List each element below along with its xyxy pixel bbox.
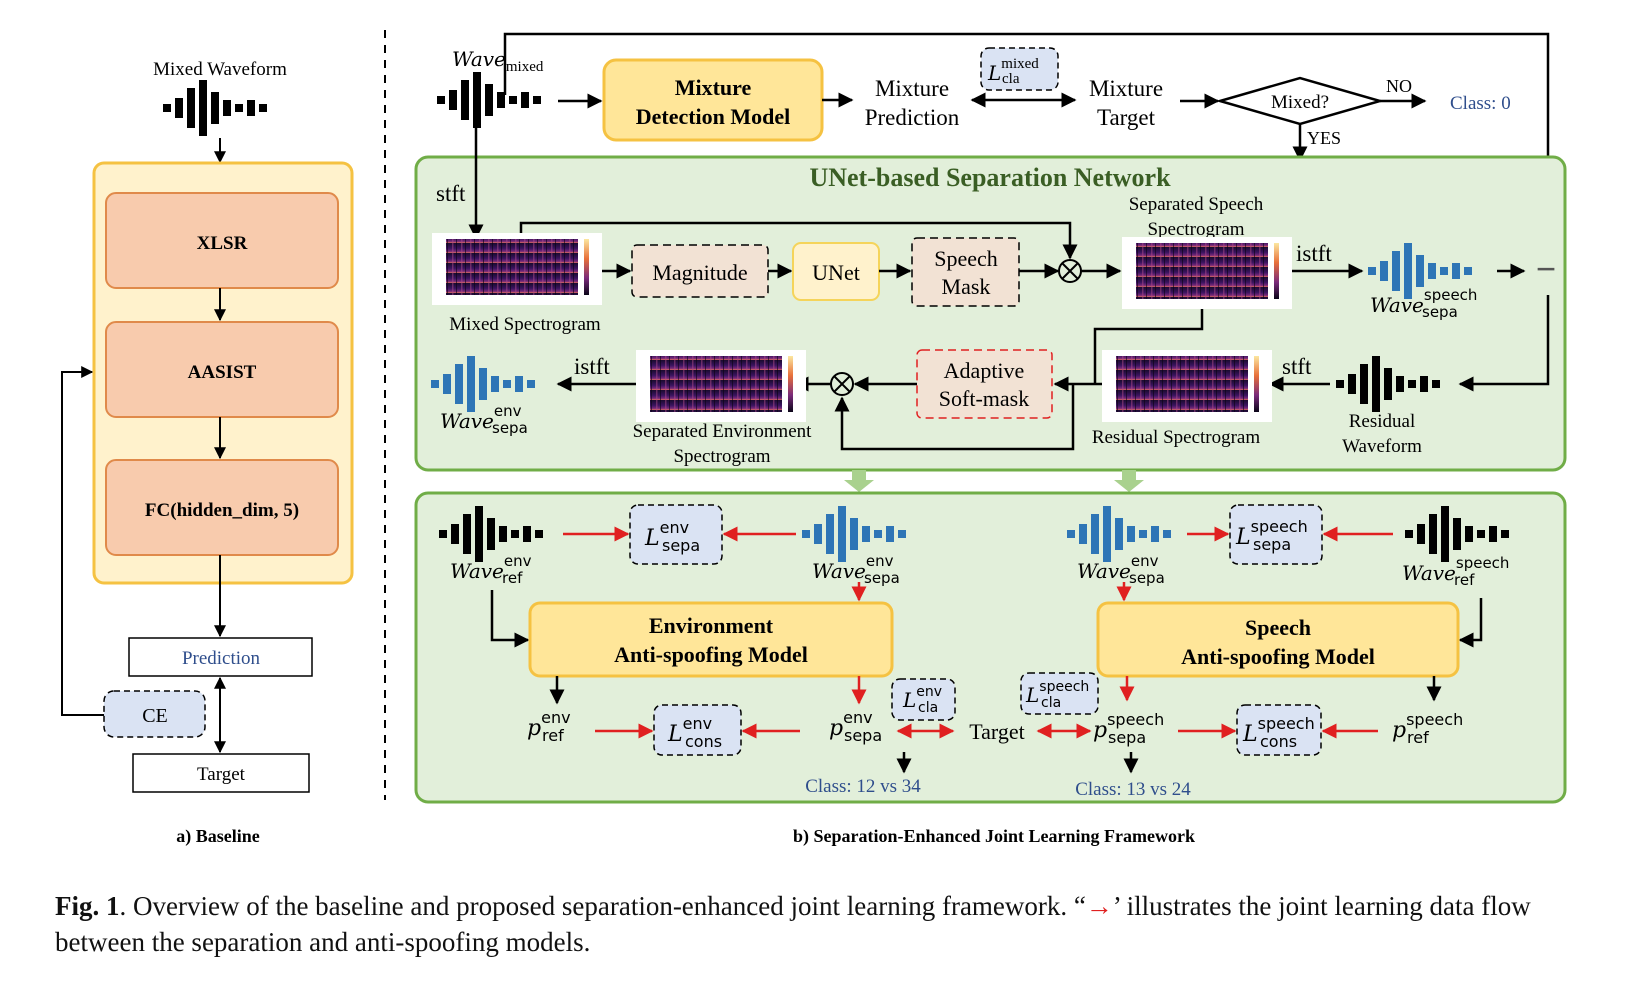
separated-env-spectrogram-image [636, 350, 806, 422]
loss-cla-env-box [891, 678, 956, 721]
stft-label: stft [436, 181, 466, 206]
baseline-panel: Mixed Waveform XLSR AASIST FC(hidden_dim… [61, 59, 354, 847]
aasist-label: AASIST [188, 362, 257, 383]
target-label: Target [197, 764, 246, 785]
prediction-box [128, 637, 313, 677]
xlsr-label: XLSR [197, 233, 248, 254]
framework-subtitle: b) Separation-Enhanced Joint Learning Fr… [793, 826, 1195, 847]
magnitude-label: Magnitude [652, 260, 747, 285]
baseline-subtitle: a) Baseline [176, 826, 260, 847]
caption-text-before: . Overview of the baseline and proposed … [119, 891, 1086, 921]
magnitude-block [631, 244, 769, 298]
unet-label: UNet [812, 260, 860, 285]
yes-label: YES [1307, 128, 1341, 148]
ce-loss-box [103, 690, 206, 738]
mixed-spectrogram-image [432, 233, 602, 305]
flow-arrow-env [844, 470, 874, 492]
speech-class-label: Class: 13 vs 24 [1075, 779, 1191, 800]
wave-mixed-label: Wavemixed [452, 47, 544, 75]
decision-label: Mixed? [1271, 92, 1329, 113]
flow-arrow-speech [1114, 470, 1144, 492]
stft-label-residual: stft [1282, 354, 1312, 379]
prediction-label: Prediction [182, 648, 261, 669]
caption-arrow-symbol: → [1085, 891, 1113, 921]
loss-sepa-env-box [629, 504, 723, 565]
loss-cons-speech-box [1236, 704, 1322, 756]
framework-diagram: Mixed Waveform XLSR AASIST FC(hidden_dim… [61, 30, 1567, 847]
fc-block [105, 459, 339, 556]
figure-caption: Fig. 1. Overview of the baseline and pro… [55, 888, 1585, 960]
loss-cla-speech-box [1020, 672, 1099, 715]
target-box [132, 753, 310, 793]
mixed-spectrogram-label: Mixed Spectrogram [449, 314, 601, 335]
fc-label: FC(hidden_dim, 5) [145, 500, 299, 521]
baseline-input-label: Mixed Waveform [153, 59, 287, 80]
caption-text-after: ’ illustrates the joint learning data fl… [55, 891, 1531, 957]
caption-fig-label: Fig. 1 [55, 891, 120, 921]
minus-node: − [1536, 249, 1557, 289]
xlsr-block [105, 192, 339, 289]
adaptive-softmask-block [916, 349, 1053, 419]
mixed-waveform-icon [163, 80, 267, 136]
separated-speech-spectrogram-image [1122, 237, 1292, 309]
wave-mixed-icon [437, 72, 541, 128]
no-label: NO [1386, 76, 1412, 96]
aasist-block [105, 321, 339, 418]
loss-mixed-cla-box [980, 47, 1059, 91]
residual-spectrogram-label: Residual Spectrogram [1092, 427, 1261, 448]
joint-target-label: Target [969, 719, 1024, 744]
env-antispoofing-model [528, 601, 894, 678]
istft-label: istft [1296, 241, 1332, 266]
ce-loss-label: CE [142, 705, 168, 727]
speech-antispoofing-model [1096, 601, 1460, 678]
residual-spectrogram-image [1102, 350, 1272, 422]
loss-cons-env-box [653, 704, 742, 756]
separation-network: UNet-based Separation Network stft Mixed… [414, 121, 1567, 472]
istft-label-env: istft [574, 354, 610, 379]
separation-title: UNet-based Separation Network [809, 163, 1171, 192]
loss-sepa-speech-box [1229, 504, 1323, 565]
env-class-label: Class: 12 vs 34 [805, 776, 921, 797]
class-zero-label: Class: 0 [1450, 93, 1511, 114]
